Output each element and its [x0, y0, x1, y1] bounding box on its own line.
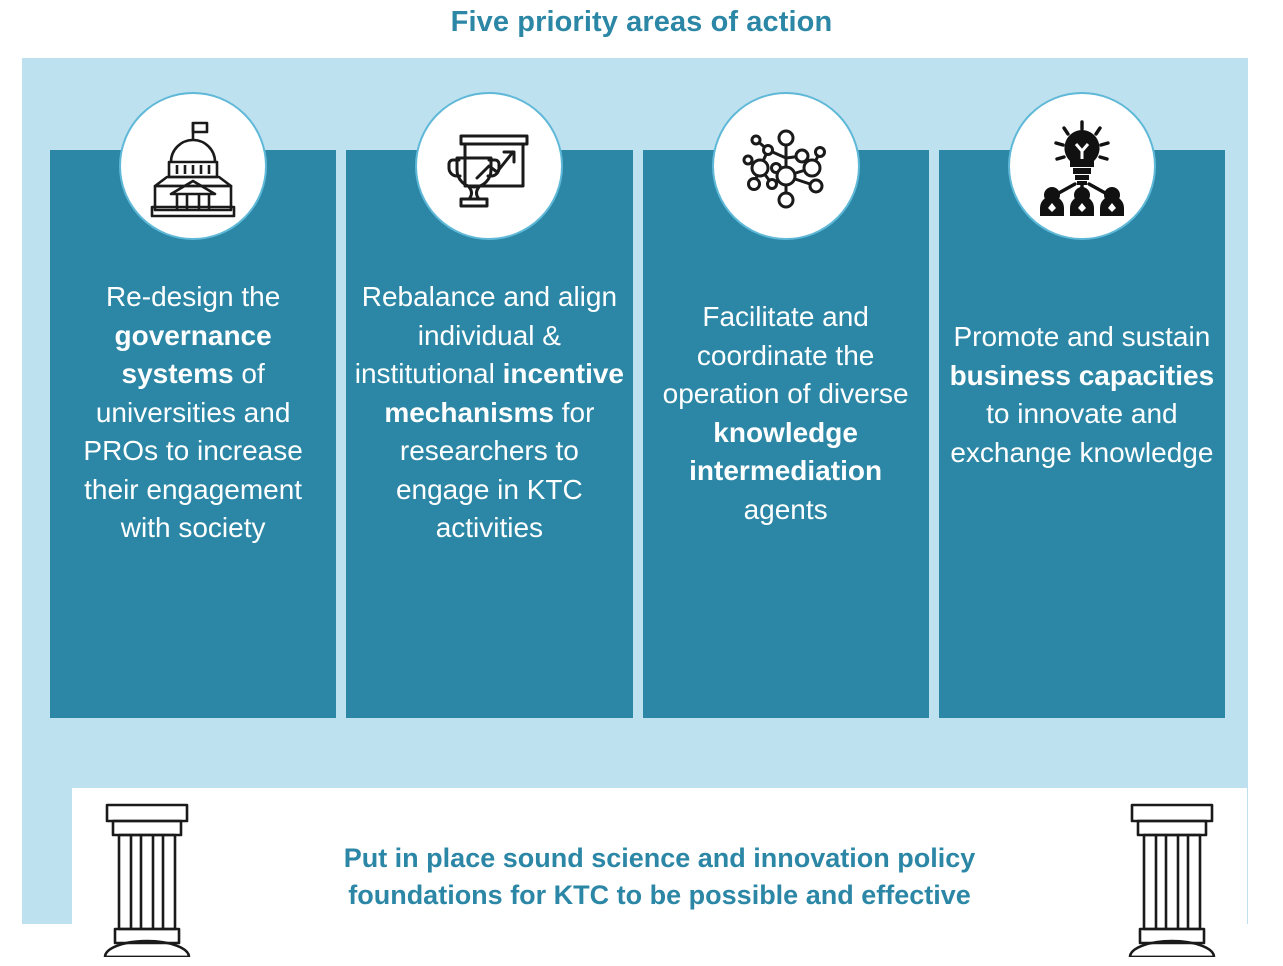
network-nodes-icon: [711, 92, 860, 240]
priority-column-3-text: Facilitate and coordinate the operation …: [643, 298, 929, 529]
infographic-panel: Re-design the governance systems of univ…: [22, 58, 1248, 966]
pillar-column-icon-right: [1097, 797, 1247, 957]
foundation-line-2: foundations for KTC to be possible and e…: [348, 880, 971, 910]
col3-part-1: knowledge intermediation: [689, 416, 883, 487]
col4-part-0: Promote and sustain: [953, 321, 1211, 352]
page-title: Five priority areas of action: [450, 6, 833, 38]
foundation-banner[interactable]: Put in place sound science and innovatio…: [72, 788, 1247, 966]
foundation-text: Put in place sound science and innovatio…: [222, 840, 1097, 914]
priority-column-2[interactable]: Rebalance and align individual & institu…: [346, 92, 633, 718]
pillar-column-icon-left: [72, 797, 222, 957]
foundation-line-1: Put in place sound science and innovatio…: [343, 843, 976, 873]
col3-part-0: Facilitate and coordinate the operation …: [662, 301, 909, 409]
priority-column-1-text: Re-design the governance systems of univ…: [50, 278, 336, 548]
col2-part-0: Rebalance and align individual & institu…: [354, 281, 618, 389]
col4-part-1: business capacities: [949, 359, 1215, 391]
priority-columns-row: Re-design the governance systems of univ…: [50, 92, 1225, 718]
trophy-growth-chart-icon: [415, 92, 564, 240]
col2-part-2: for researchers to engage in KTC activit…: [395, 396, 595, 544]
priority-column-1[interactable]: Re-design the governance systems of univ…: [50, 92, 337, 718]
government-building-icon: [119, 92, 268, 240]
priority-column-4[interactable]: Promote and sustain business capacities …: [938, 92, 1225, 718]
priority-column-4-text: Promote and sustain business capacities …: [939, 318, 1225, 472]
col1-part-1: governance systems: [114, 319, 272, 390]
col3-part-2: agents: [743, 493, 828, 525]
col2-part-1: incentive mechanisms: [384, 358, 624, 428]
col4-part-2: to innovate and exchange knowledge: [950, 398, 1214, 468]
lightbulb-people-icon: [1007, 92, 1156, 240]
col1-part-0: Re-design the: [105, 281, 281, 312]
col1-part-2: of universities and PROs to increase the…: [83, 358, 303, 543]
priority-column-3[interactable]: Facilitate and coordinate the operation …: [642, 92, 929, 718]
priority-column-2-text: Rebalance and align individual & institu…: [346, 278, 632, 548]
